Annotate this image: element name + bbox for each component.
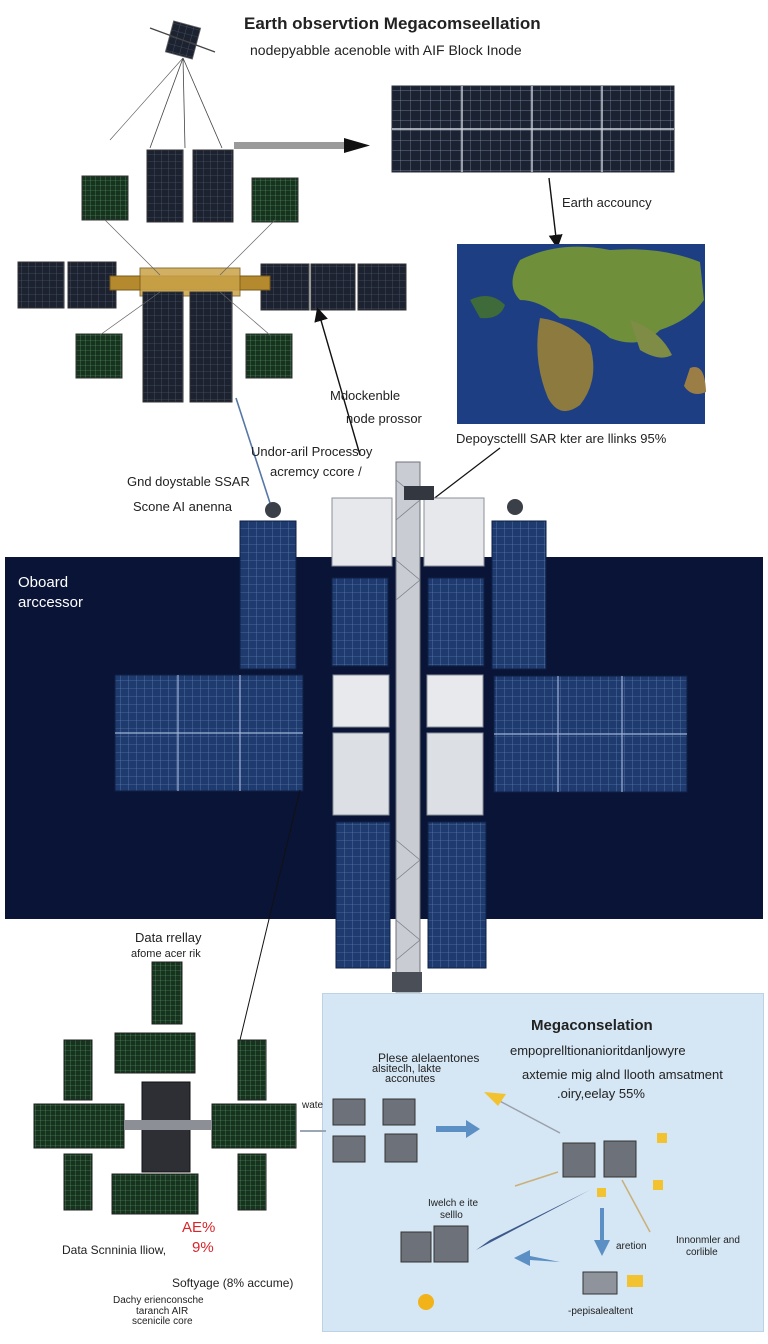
- top-satellite: [18, 21, 406, 402]
- panel-label-bottom: -pepisalealtent: [568, 1304, 633, 1320]
- yellow-marker-4: [627, 1275, 643, 1287]
- leader-sar-links: [432, 448, 500, 500]
- yellow-marker-3: [597, 1188, 606, 1197]
- panel-node-side: wate: [302, 1098, 323, 1114]
- label-software: Softyage (8% accume): [172, 1275, 293, 1291]
- panel-node-line3: acconutes: [385, 1074, 435, 1085]
- label-onboard-line2: arccessor: [18, 595, 83, 611]
- yellow-marker-1: [657, 1133, 667, 1143]
- panel-label-right2: corlible: [686, 1247, 718, 1259]
- yellow-arrowhead-upper: [484, 1092, 506, 1106]
- label-modular-line1: Mdockenble: [330, 388, 400, 404]
- label-data-sunlink: Data Scnninia lliow,: [62, 1242, 166, 1258]
- panel-arrow-down: [594, 1208, 610, 1256]
- leader-data-relay: [240, 790, 300, 1040]
- panel-beam: [476, 1190, 590, 1250]
- yellow-marker-2: [653, 1180, 663, 1190]
- panel-hub-line1: Iwelch e ite: [428, 1198, 478, 1210]
- label-deployable-sar: Depoysctelll SAR kter are llinks 95%: [456, 431, 666, 447]
- label-ae-percent: AE%: [182, 1220, 215, 1236]
- label-data-relay-line1: Data rrellay: [135, 930, 201, 946]
- label-sar-antenna-line2: Scone AI anenna: [133, 499, 232, 515]
- label-modular-line2: node prossor: [346, 411, 422, 427]
- panel-link-right: [622, 1180, 650, 1232]
- arrow-to-solar-array: [234, 138, 370, 153]
- panel-title: Megaconselation: [531, 1018, 653, 1034]
- central-satellite: [115, 462, 687, 992]
- panel-line1: empoprelltionanioritdanljowyre: [510, 1043, 686, 1059]
- panel-label-right1: Innonmler and: [676, 1235, 740, 1247]
- panel-link-mid: [515, 1172, 558, 1186]
- earth-map: [457, 244, 706, 424]
- panel-arrow-left: [514, 1250, 560, 1266]
- label-bottom-line3: scenicile core: [132, 1316, 193, 1328]
- panel-hub-line2: selllo: [440, 1210, 463, 1222]
- panel-terminal: [583, 1272, 617, 1294]
- panel-line3: .oiry,eelay 55%: [557, 1086, 645, 1102]
- label-data-sunlink-percent: 9%: [192, 1240, 214, 1256]
- arrow-to-earth-map: [549, 178, 557, 246]
- relay-satellite: [34, 962, 296, 1214]
- panel-node-cluster: [333, 1099, 417, 1162]
- label-sar-antenna-line1: Gnd doystable SSAR: [127, 474, 250, 490]
- label-data-relay-line2: afome acer rik: [131, 946, 201, 962]
- panel-link-upper: [494, 1098, 560, 1133]
- label-onboard-line1: Oboard: [18, 575, 68, 591]
- diagram-subtitle: nodepyabble acenoble with AIF Block Inod…: [250, 42, 522, 58]
- label-earth-accuracy: Earth accouncy: [562, 195, 652, 211]
- yellow-sun-dot: [418, 1294, 434, 1310]
- panel-label-aretion: aretion: [616, 1239, 647, 1255]
- leader-processor-node: [318, 310, 360, 455]
- panel-hub: [563, 1141, 636, 1177]
- panel-arrow-right: [436, 1120, 480, 1138]
- label-onboard-ai-line1: Undor-aril Processoy: [251, 444, 372, 460]
- panel-ground-station: [401, 1226, 468, 1262]
- label-onboard-ai-line2: acremcy ccore /: [270, 464, 362, 480]
- diagram-title: Earth observtion Megacomseellation: [244, 16, 541, 32]
- panel-line2: axtemie mig alnd llooth amsatment: [522, 1067, 723, 1083]
